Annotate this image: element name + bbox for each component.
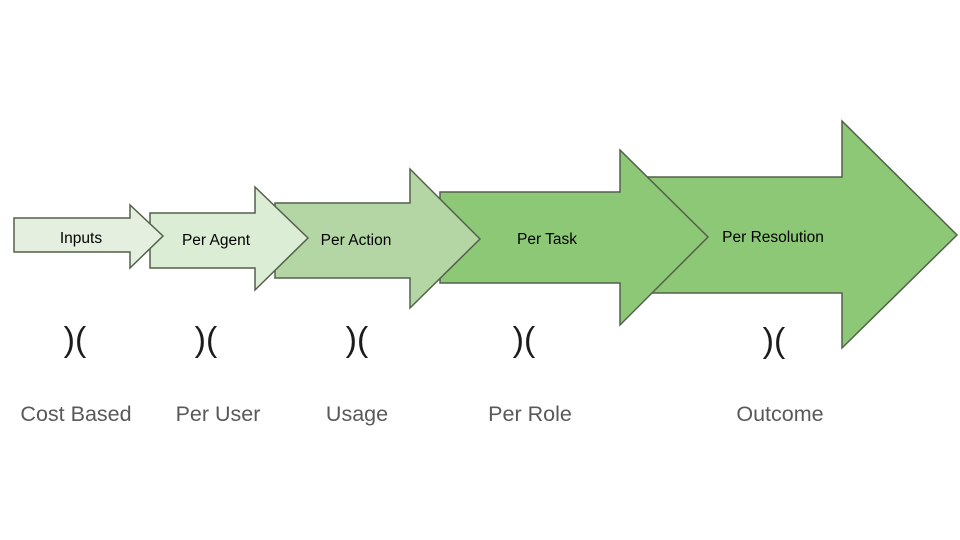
arrow-per-resolution (647, 119, 959, 350)
arrow-labels: Inputs Per Agent Per Action Per Task Per… (60, 229, 824, 249)
separator-glyphs: )( )( )( )( )( (64, 321, 786, 360)
pricing-label-per-user: Per User (176, 402, 261, 426)
pricing-label-usage: Usage (326, 402, 388, 426)
arrow-per-task (439, 148, 710, 327)
arrow-label-per-resolution: Per Resolution (722, 229, 824, 246)
separator-icon: )( (195, 321, 218, 359)
arrow-inputs (13, 203, 165, 270)
arrow-label-per-task: Per Task (517, 231, 577, 248)
arrow-per-action (274, 167, 482, 310)
separator-icon: )( (64, 321, 87, 359)
arrow-shapes (13, 119, 959, 350)
arrow-label-per-agent: Per Agent (182, 232, 251, 249)
arrow-per-agent (149, 185, 310, 292)
pricing-label-per-role: Per Role (488, 402, 572, 426)
pricing-labels: Cost Based Per User Usage Per Role Outco… (20, 402, 823, 426)
separator-icon: )( (513, 321, 536, 359)
arrow-label-inputs: Inputs (60, 230, 102, 247)
pricing-label-outcome: Outcome (736, 402, 823, 426)
separator-icon: )( (763, 322, 786, 360)
separator-icon: )( (346, 321, 369, 359)
pricing-label-cost-based: Cost Based (20, 402, 131, 426)
arrow-label-per-action: Per Action (321, 232, 392, 249)
